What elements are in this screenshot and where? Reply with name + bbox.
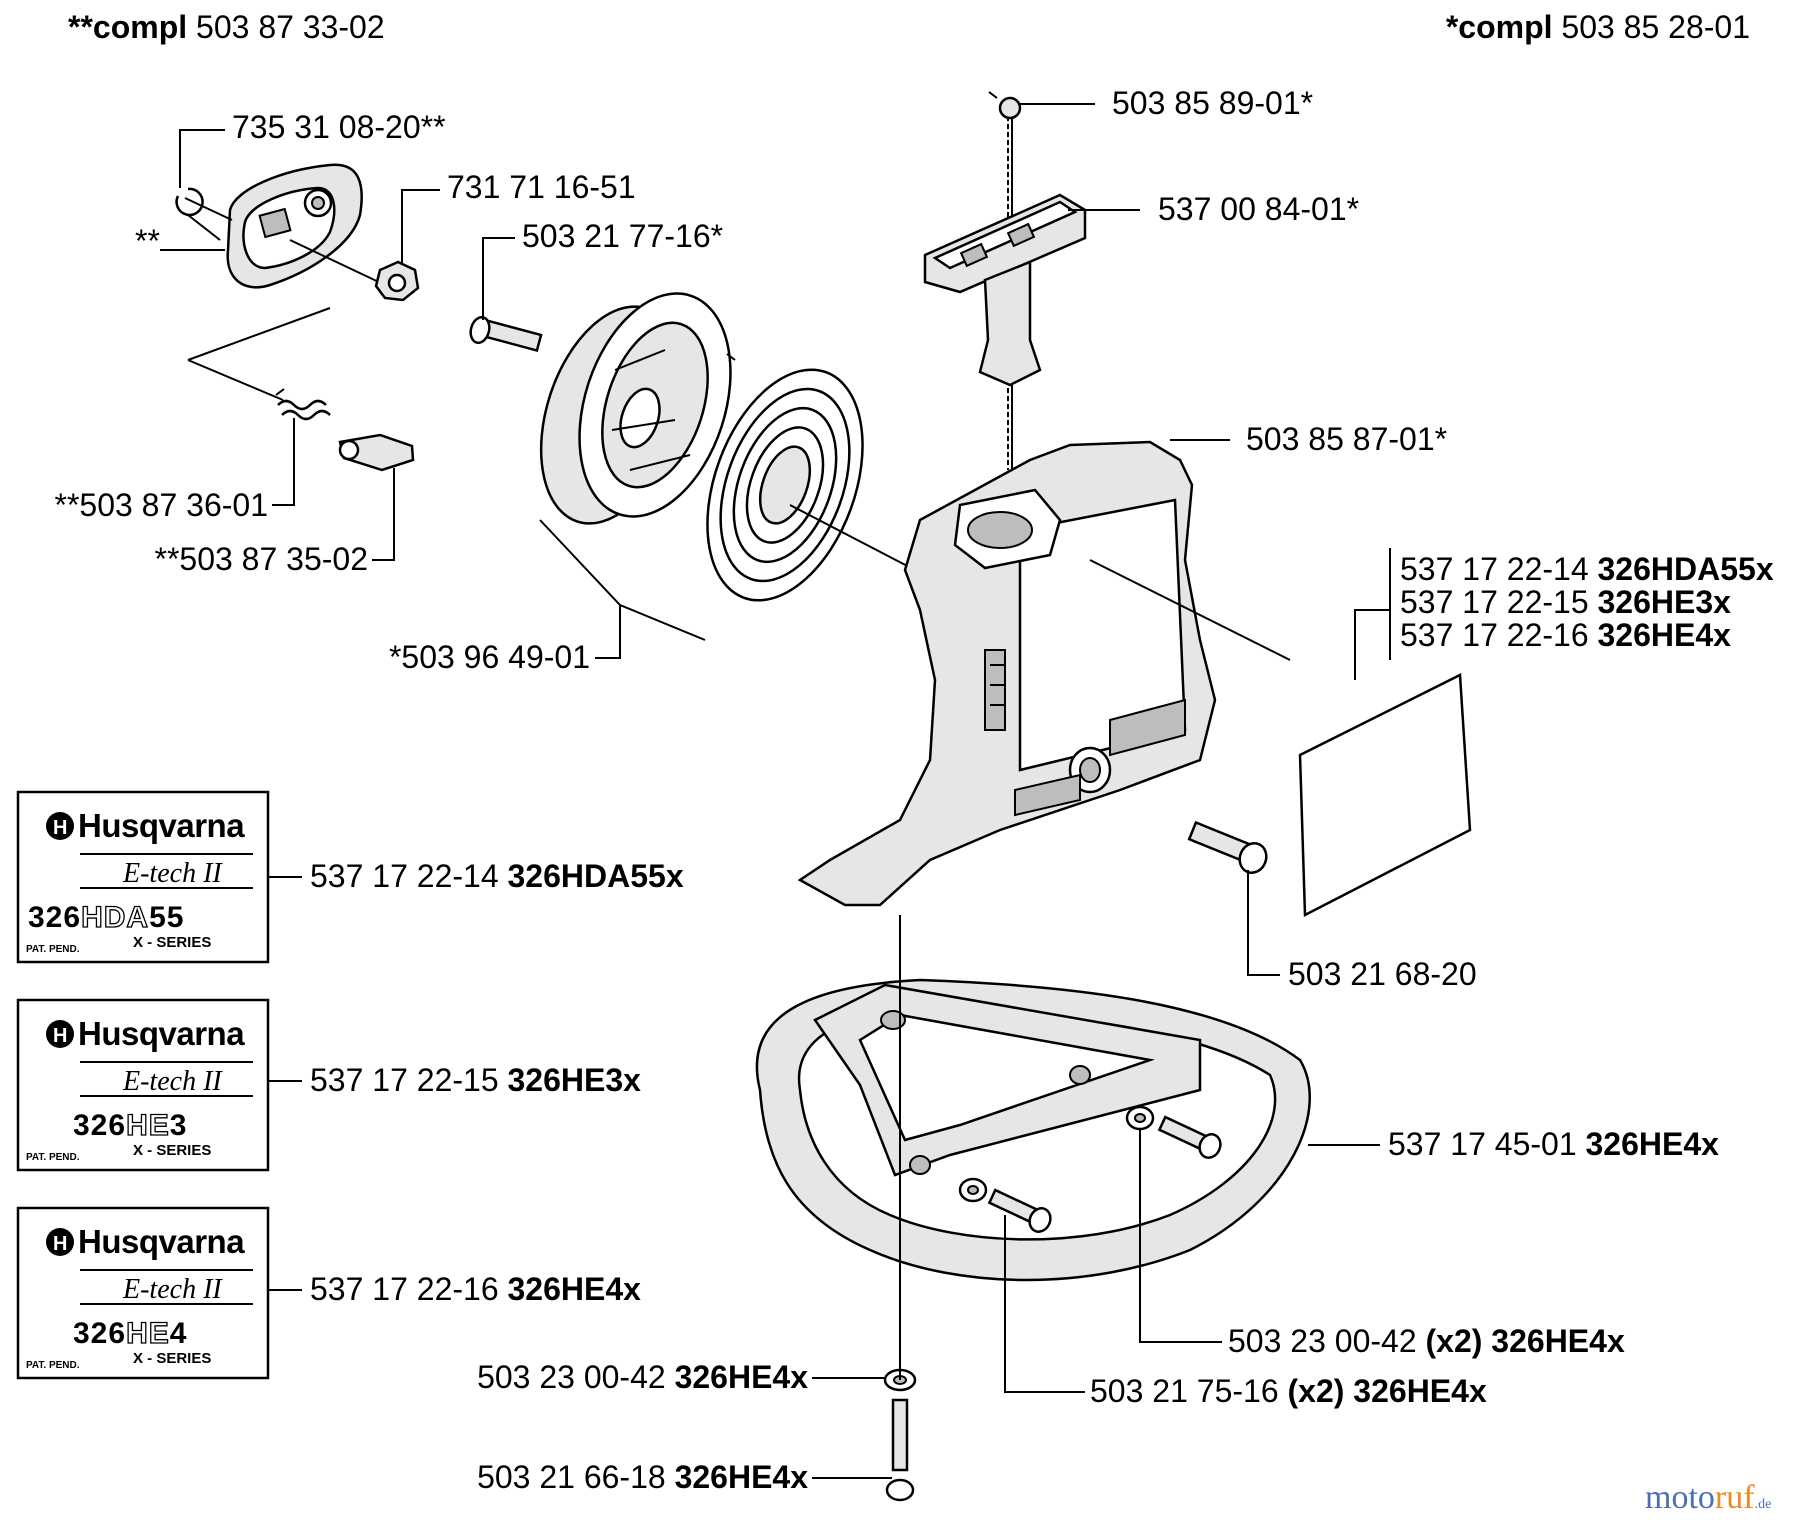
svg-text:Husqvarna: Husqvarna	[78, 1015, 245, 1052]
leader-screw-pulley	[482, 237, 515, 320]
header-left: **compl 503 87 33-02	[68, 9, 385, 45]
svg-text:Husqvarna: Husqvarna	[78, 1223, 245, 1260]
handle-part	[923, 193, 1087, 387]
watermark: motoruf.de	[1645, 1479, 1771, 1516]
svg-text:X - SERIES: X - SERIES	[133, 1350, 211, 1367]
label-pawl: **503 87 35-02	[154, 541, 368, 577]
bracket-line-b	[187, 359, 284, 401]
label-handle: 537 00 84-01*	[1158, 191, 1359, 227]
svg-text:E-tech II: E-tech II	[122, 1066, 223, 1097]
label-screw-housing: 503 21 68-20	[1288, 956, 1477, 992]
husqvarna-logo-icon	[46, 812, 74, 840]
starter-housing-part	[797, 440, 1291, 907]
label-nut: 731 71 16-51	[447, 169, 636, 205]
label-pulley-assy: *503 96 49-01	[389, 639, 590, 675]
svg-text:X - SERIES: X - SERIES	[133, 1142, 211, 1159]
spring-to-housing-line	[789, 504, 916, 571]
decal-label-1: H Husqvarna E-tech II 326HDA55 X - SERIE…	[16, 790, 270, 964]
label-decal-3: 537 17 22-16 326HE4x	[310, 1271, 641, 1307]
husqvarna-logo-icon	[46, 1228, 74, 1256]
label-decal-2: 537 17 22-15 326HE3x	[310, 1062, 641, 1098]
leader-spring-small	[272, 418, 295, 506]
spring-small-part	[275, 388, 331, 421]
leader-pawl	[372, 468, 395, 561]
svg-text:326HE4: 326HE4	[73, 1317, 187, 1350]
svg-text:326HDA55: 326HDA55	[28, 901, 184, 934]
label-screw-bottom: 503 21 66-18 326HE4x	[477, 1459, 808, 1495]
screw-bottom-part	[885, 1398, 915, 1502]
leader-pulley-assy	[539, 519, 706, 659]
svg-text:E-tech II: E-tech II	[122, 858, 223, 889]
label-decal-1: 537 17 22-14 326HDA55x	[310, 858, 684, 894]
leader-decal-group	[1354, 548, 1391, 680]
decal-label-3: H Husqvarna E-tech II 326HE4 X - SERIES …	[16, 1206, 270, 1380]
svg-text:PAT. PEND.: PAT. PEND.	[26, 944, 80, 955]
svg-text:H: H	[53, 817, 67, 839]
leader-nut	[401, 189, 440, 265]
pawl-cover-part	[226, 163, 363, 289]
bracket-line-a	[187, 307, 331, 361]
pawl-part	[338, 433, 415, 472]
label-screw-x2: 503 21 75-16 (x2) 326HE4x	[1090, 1373, 1487, 1409]
label-housing: 503 85 87-01*	[1246, 421, 1447, 457]
svg-text:326HE3: 326HE3	[73, 1109, 187, 1142]
svg-text:E-tech II: E-tech II	[122, 1274, 223, 1305]
leader-screw-x2	[1004, 1215, 1085, 1393]
svg-text:H: H	[53, 1025, 67, 1047]
header-right: *compl 503 85 28-01	[1446, 9, 1750, 45]
svg-text:H: H	[53, 1233, 67, 1255]
svg-text:PAT. PEND.: PAT. PEND.	[26, 1152, 80, 1163]
svg-text:PAT. PEND.: PAT. PEND.	[26, 1360, 80, 1371]
label-decal-group-1: 537 17 22-15 326HE3x	[1400, 584, 1731, 620]
label-washer-bottom: 503 23 00-42 326HE4x	[477, 1359, 808, 1395]
screw-pulley-part	[469, 315, 543, 353]
label-guard: 537 17 45-01 326HE4x	[1388, 1126, 1719, 1162]
leader-circlip	[179, 129, 225, 188]
circlip-part	[175, 187, 233, 221]
label-decal-group-0: 537 17 22-14 326HDA55x	[1400, 551, 1774, 587]
label-circlip: 735 31 08-20**	[232, 109, 446, 145]
leader-washer-x2	[1139, 1130, 1222, 1343]
label-screw-pulley: 503 21 77-16*	[522, 218, 723, 254]
leader-screw-housing	[1247, 870, 1280, 976]
screw-x2-part	[987, 1115, 1222, 1233]
screw-housing-part	[1187, 820, 1268, 874]
decal-sheet-part	[1298, 673, 1472, 918]
label-cord: 503 85 89-01*	[1112, 85, 1313, 121]
assembly-line	[187, 214, 221, 241]
label-decal-group-2: 537 17 22-16 326HE4x	[1400, 617, 1731, 653]
pulley-part	[539, 292, 732, 525]
svg-text:Husqvarna: Husqvarna	[78, 807, 245, 844]
label-spring-small: **503 87 36-01	[54, 487, 268, 523]
recoil-spring-part	[706, 353, 864, 602]
nut-part	[289, 239, 420, 302]
decal-label-2: H Husqvarna E-tech II 326HE3 X - SERIES …	[16, 998, 270, 1172]
husqvarna-logo-icon	[46, 1020, 74, 1048]
svg-text:X - SERIES: X - SERIES	[133, 934, 211, 951]
label-star: **	[135, 223, 160, 259]
label-washer-x2: 503 23 00-42 (x2) 326HE4x	[1228, 1323, 1625, 1359]
washer-x2-part	[958, 1105, 1155, 1203]
guard-part	[755, 978, 1311, 1282]
